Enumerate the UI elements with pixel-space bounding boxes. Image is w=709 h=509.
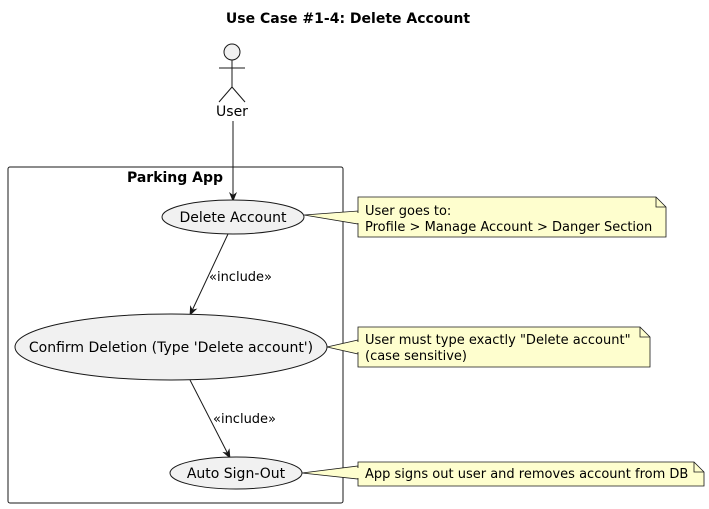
note-line: User must type exactly "Delete account" bbox=[365, 333, 631, 348]
note-sign-out: App signs out user and removes account f… bbox=[357, 461, 705, 487]
note-body bbox=[357, 326, 651, 368]
usecase-label: Confirm Deletion (Type 'Delete account') bbox=[29, 340, 313, 356]
note-fold bbox=[693, 462, 704, 473]
edge-label-include-2: «include» bbox=[213, 412, 276, 427]
note-joint bbox=[357, 342, 359, 352]
usecase-label: Delete Account bbox=[180, 210, 287, 226]
usecase-ellipse bbox=[161, 199, 305, 235]
usecase-confirm-deletion[interactable]: Confirm Deletion (Type 'Delete account') bbox=[14, 313, 328, 381]
note-body bbox=[357, 196, 667, 238]
note-connector-1 bbox=[303, 210, 359, 225]
diagram-title: Use Case #1-4: Delete Account bbox=[226, 11, 470, 27]
system-boundary: Parking App bbox=[7, 166, 344, 504]
usecase-auto-sign-out[interactable]: Auto Sign-Out bbox=[169, 456, 303, 490]
edge-label-include-1: «include» bbox=[209, 270, 272, 285]
note-line: App signs out user and removes account f… bbox=[365, 467, 688, 482]
edge-confirm-to-signout bbox=[189, 379, 231, 459]
relations: «include» «include» bbox=[189, 121, 276, 459]
note-line: Profile > Manage Account > Danger Sectio… bbox=[365, 220, 652, 235]
actor-user[interactable]: User bbox=[216, 43, 248, 120]
note-confirmation: User must type exactly "Delete account" … bbox=[357, 326, 651, 368]
actor-label: User bbox=[216, 104, 248, 120]
system-title: Parking App bbox=[127, 170, 223, 186]
note-line: User goes to: bbox=[365, 204, 451, 219]
usecase-label: Auto Sign-Out bbox=[187, 466, 286, 482]
system-rect bbox=[7, 166, 344, 504]
edge-delete-to-confirm bbox=[189, 233, 229, 316]
note-connector-3 bbox=[301, 465, 359, 480]
note-line: (case sensitive) bbox=[365, 349, 467, 364]
note-body bbox=[357, 461, 705, 487]
actor-head bbox=[223, 43, 241, 61]
note-fold bbox=[639, 327, 650, 338]
note-joint bbox=[357, 468, 359, 478]
actor-left-leg bbox=[218, 86, 233, 103]
note-joint bbox=[357, 213, 359, 223]
actor-right-leg bbox=[231, 86, 246, 103]
note-navigation: User goes to: Profile > Manage Account >… bbox=[357, 196, 667, 238]
usecase-delete-account[interactable]: Delete Account bbox=[161, 199, 305, 235]
note-fold bbox=[655, 197, 666, 208]
